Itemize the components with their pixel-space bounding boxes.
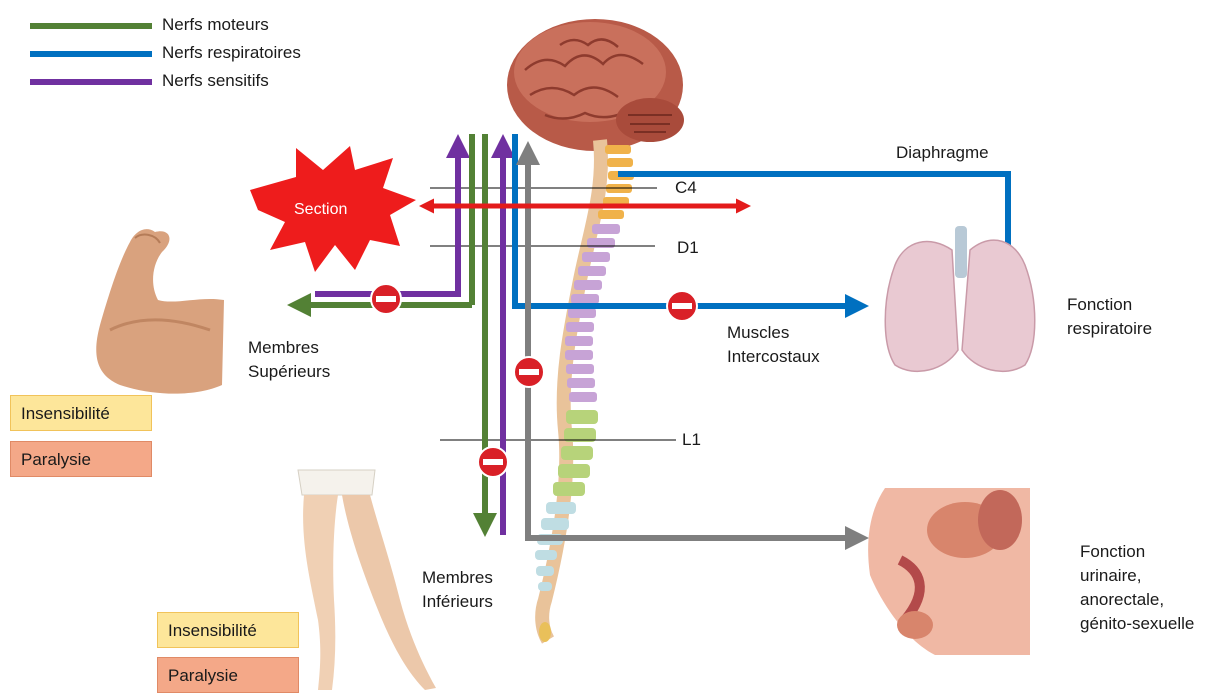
fonction-resp-line-1: Fonction — [1067, 293, 1152, 317]
level-lines — [430, 188, 676, 440]
legend-line-sensory — [30, 79, 152, 85]
membres-inf-line-1: Membres — [422, 566, 493, 590]
block-signs — [371, 284, 697, 477]
section-label: Section — [294, 198, 347, 222]
fonction-uri-line-4: génito-sexuelle — [1080, 612, 1194, 636]
membres-sup-line-2: Supérieurs — [248, 360, 330, 384]
legend-label-respiratory: Nerfs respiratoires — [162, 41, 301, 65]
muscles-line-2: Intercostaux — [727, 345, 820, 369]
muscles-intercostaux-label: Muscles Intercostaux — [727, 321, 820, 369]
lower-paralysie-box: Paralysie — [157, 657, 299, 693]
level-d1: D1 — [677, 236, 699, 260]
pelvic-organs-image — [868, 488, 1030, 655]
legs-image — [298, 470, 436, 690]
fonction-uri-line-2: urinaire, — [1080, 564, 1194, 588]
legend-line-motor — [30, 23, 152, 29]
intercostal-nerve — [515, 134, 860, 306]
fonction-uri-line-3: anorectale, — [1080, 588, 1194, 612]
membres-inf-line-2: Inférieurs — [422, 590, 493, 614]
block-sign-icon — [514, 357, 544, 387]
fonction-resp-line-2: respiratoire — [1067, 317, 1152, 341]
upper-paralysie-box: Paralysie — [10, 441, 152, 477]
level-c4: C4 — [675, 176, 697, 200]
block-sign-icon — [478, 447, 508, 477]
membres-inferieurs-label: Membres Inférieurs — [422, 566, 493, 614]
legend-line-respiratory — [30, 51, 152, 57]
lower-insensibilite-box: Insensibilité — [157, 612, 299, 648]
legend-label-sensory: Nerfs sensitifs — [162, 69, 269, 93]
fonction-uri-line-1: Fonction — [1080, 540, 1194, 564]
level-l1: L1 — [682, 428, 701, 452]
spinal-column-image — [535, 140, 634, 642]
membres-sup-line-1: Membres — [248, 336, 330, 360]
muscles-line-1: Muscles — [727, 321, 820, 345]
fonction-respiratoire-label: Fonction respiratoire — [1067, 293, 1152, 341]
lungs-image — [885, 226, 1035, 371]
upper-insensibilite-box: Insensibilité — [10, 395, 152, 431]
arm-image — [96, 229, 224, 393]
block-sign-icon — [667, 291, 697, 321]
fonction-urinaire-label: Fonction urinaire, anorectale, génito-se… — [1080, 540, 1194, 636]
brain-image — [507, 19, 684, 151]
diaphragme-label: Diaphragme — [896, 141, 989, 165]
legend-label-motor: Nerfs moteurs — [162, 13, 269, 37]
block-sign-icon — [371, 284, 401, 314]
membres-superieurs-label: Membres Supérieurs — [248, 336, 330, 384]
